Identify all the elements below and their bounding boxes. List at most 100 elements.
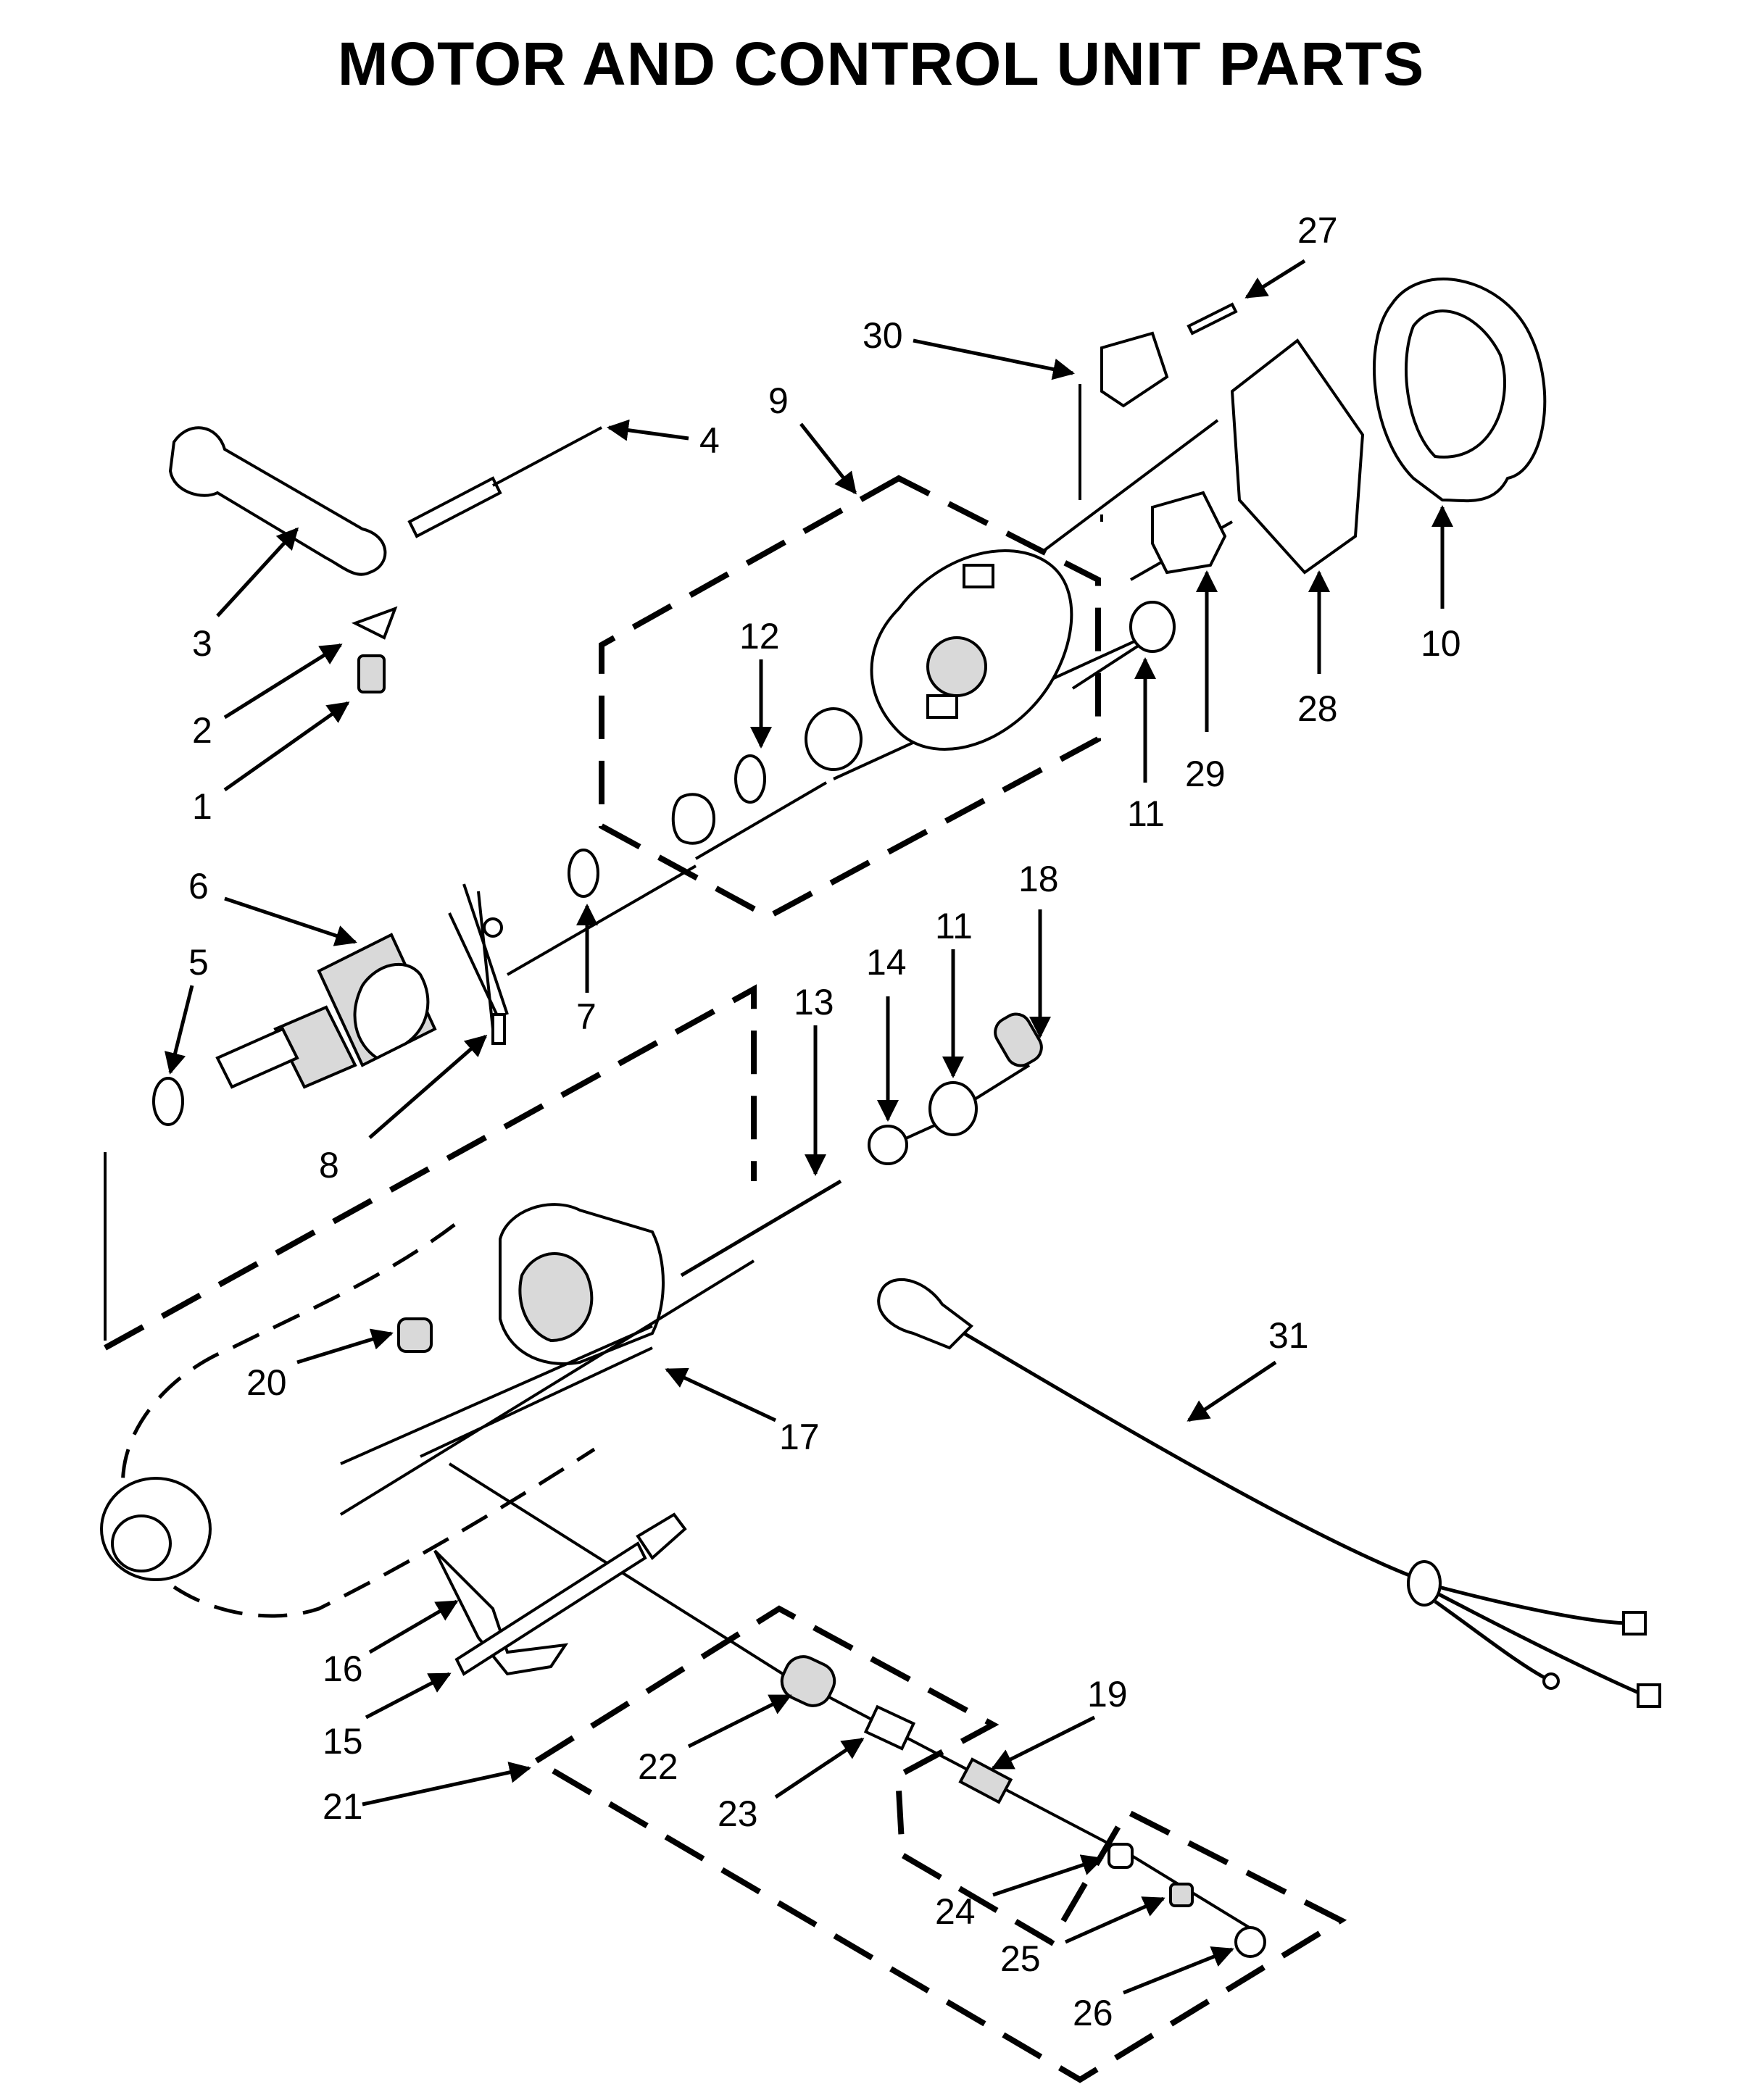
- label-19: 19: [1087, 1674, 1128, 1714]
- label-18: 18: [1018, 859, 1059, 899]
- label-13: 13: [794, 982, 834, 1022]
- part-31-power-cord: [877, 1278, 1661, 1708]
- part-6-armature: [215, 883, 509, 1089]
- part-4-spring: [407, 476, 502, 538]
- axis-line: [1129, 1854, 1263, 1936]
- axis-line: [420, 1346, 653, 1458]
- leader-line-24: [992, 1854, 1104, 1897]
- label-6: 6: [188, 866, 209, 907]
- label-12: 12: [739, 616, 780, 657]
- leader-line-1: [223, 701, 350, 792]
- label-11-upper: 11: [1127, 793, 1165, 834]
- leader-line-5: [164, 985, 194, 1075]
- part-26-knob: [1234, 1926, 1266, 1958]
- part-5-washer: [152, 1077, 184, 1126]
- part-13-threaded-rod: [680, 1179, 842, 1278]
- part-3-bracket: [168, 426, 387, 576]
- label-2: 2: [192, 710, 212, 751]
- part-29-brush-holder: [1151, 491, 1227, 575]
- diagram-title: MOTOR AND CONTROL UNIT PARTS: [337, 30, 1425, 98]
- label-26: 26: [1073, 1993, 1113, 2033]
- leader-line-25: [1064, 1896, 1165, 1944]
- leader-line-15: [365, 1672, 452, 1720]
- axis-line: [694, 781, 828, 860]
- axis-line: [507, 864, 697, 976]
- leader-line-26: [1123, 1946, 1234, 1995]
- part-11-nut-lower: [928, 1081, 978, 1136]
- part-15-speed-rod: [454, 1541, 647, 1676]
- housing-front: [100, 1477, 212, 1581]
- label-22: 22: [638, 1746, 678, 1787]
- part-19-spring-brush: [958, 1757, 1013, 1804]
- leader-line-6: [224, 896, 357, 946]
- leader-line-20: [296, 1328, 394, 1364]
- leader-line-4: [607, 419, 689, 441]
- label-4: 4: [699, 420, 720, 461]
- label-8: 8: [319, 1145, 339, 1186]
- label-25: 25: [1000, 1938, 1041, 1979]
- leader-line-19: [991, 1715, 1096, 1770]
- axis-line: [970, 1064, 1031, 1103]
- label-30: 30: [863, 315, 903, 356]
- label-9: 9: [768, 380, 789, 421]
- part-20-insert: [397, 1317, 433, 1353]
- part-24-cap: [1108, 1843, 1134, 1869]
- label-28: 28: [1297, 688, 1338, 729]
- part-11-nut-upper: [1129, 601, 1176, 653]
- label-11-lower: 11: [935, 906, 973, 946]
- leader-line-31: [1187, 1360, 1277, 1422]
- label-3: 3: [192, 623, 212, 664]
- part-14-lock-washer: [868, 1125, 908, 1165]
- label-23: 23: [718, 1793, 758, 1834]
- label-15: 15: [323, 1721, 363, 1762]
- part-23-brush: [863, 1704, 916, 1751]
- label-24: 24: [935, 1891, 976, 1932]
- retaining-clip: [671, 793, 716, 845]
- part-1-screw: [357, 654, 386, 693]
- label-14: 14: [866, 942, 907, 983]
- part-12-bearing: [805, 707, 863, 771]
- label-5: 5: [188, 942, 209, 983]
- part-28-control-board: [1230, 338, 1365, 575]
- axis-line: [1071, 640, 1147, 690]
- leader-line-23: [774, 1737, 865, 1799]
- part-12-washer: [734, 754, 766, 804]
- part-7-washer: [568, 849, 599, 898]
- housing-outline: [104, 984, 757, 1351]
- part-10-shield: [1373, 278, 1547, 503]
- leader-line-16: [368, 1599, 459, 1654]
- leader-line-22: [687, 1693, 792, 1749]
- part-15-tab: [636, 1512, 687, 1561]
- leader-line-21: [362, 1762, 531, 1807]
- part-8-pin: [491, 1013, 506, 1045]
- label-10: 10: [1421, 623, 1461, 664]
- label-27: 27: [1297, 210, 1338, 251]
- leader-line-17: [665, 1367, 777, 1422]
- part-9-end-bell: [870, 549, 1073, 751]
- label-1: 1: [192, 786, 212, 827]
- leader-line-8: [368, 1035, 488, 1139]
- part-2-washer: [351, 606, 398, 640]
- part-4-spring-wire: [492, 426, 602, 487]
- part-18-spacer: [994, 1012, 1043, 1067]
- label-21: 21: [323, 1786, 363, 1827]
- leader-line-9: [799, 422, 857, 495]
- axis-line: [1042, 419, 1219, 552]
- part-25-screw: [1169, 1883, 1194, 1907]
- end-bell-assembly-outline: [599, 475, 1101, 920]
- part-30-connector: [1100, 331, 1169, 408]
- part-27-screw: [1187, 302, 1238, 336]
- label-31: 31: [1268, 1315, 1309, 1356]
- label-20: 20: [246, 1362, 287, 1403]
- brush-assembly-outline: [531, 1605, 1347, 2083]
- label-29: 29: [1185, 754, 1226, 794]
- leader-line-27: [1244, 259, 1306, 299]
- part-17-stator: [339, 1203, 755, 1516]
- label-17: 17: [779, 1417, 820, 1457]
- label-7: 7: [576, 996, 597, 1037]
- motor-housing-shell: [121, 1216, 596, 1618]
- label-16: 16: [323, 1649, 363, 1689]
- leader-line-30: [913, 338, 1075, 380]
- leader-line-3: [216, 527, 299, 617]
